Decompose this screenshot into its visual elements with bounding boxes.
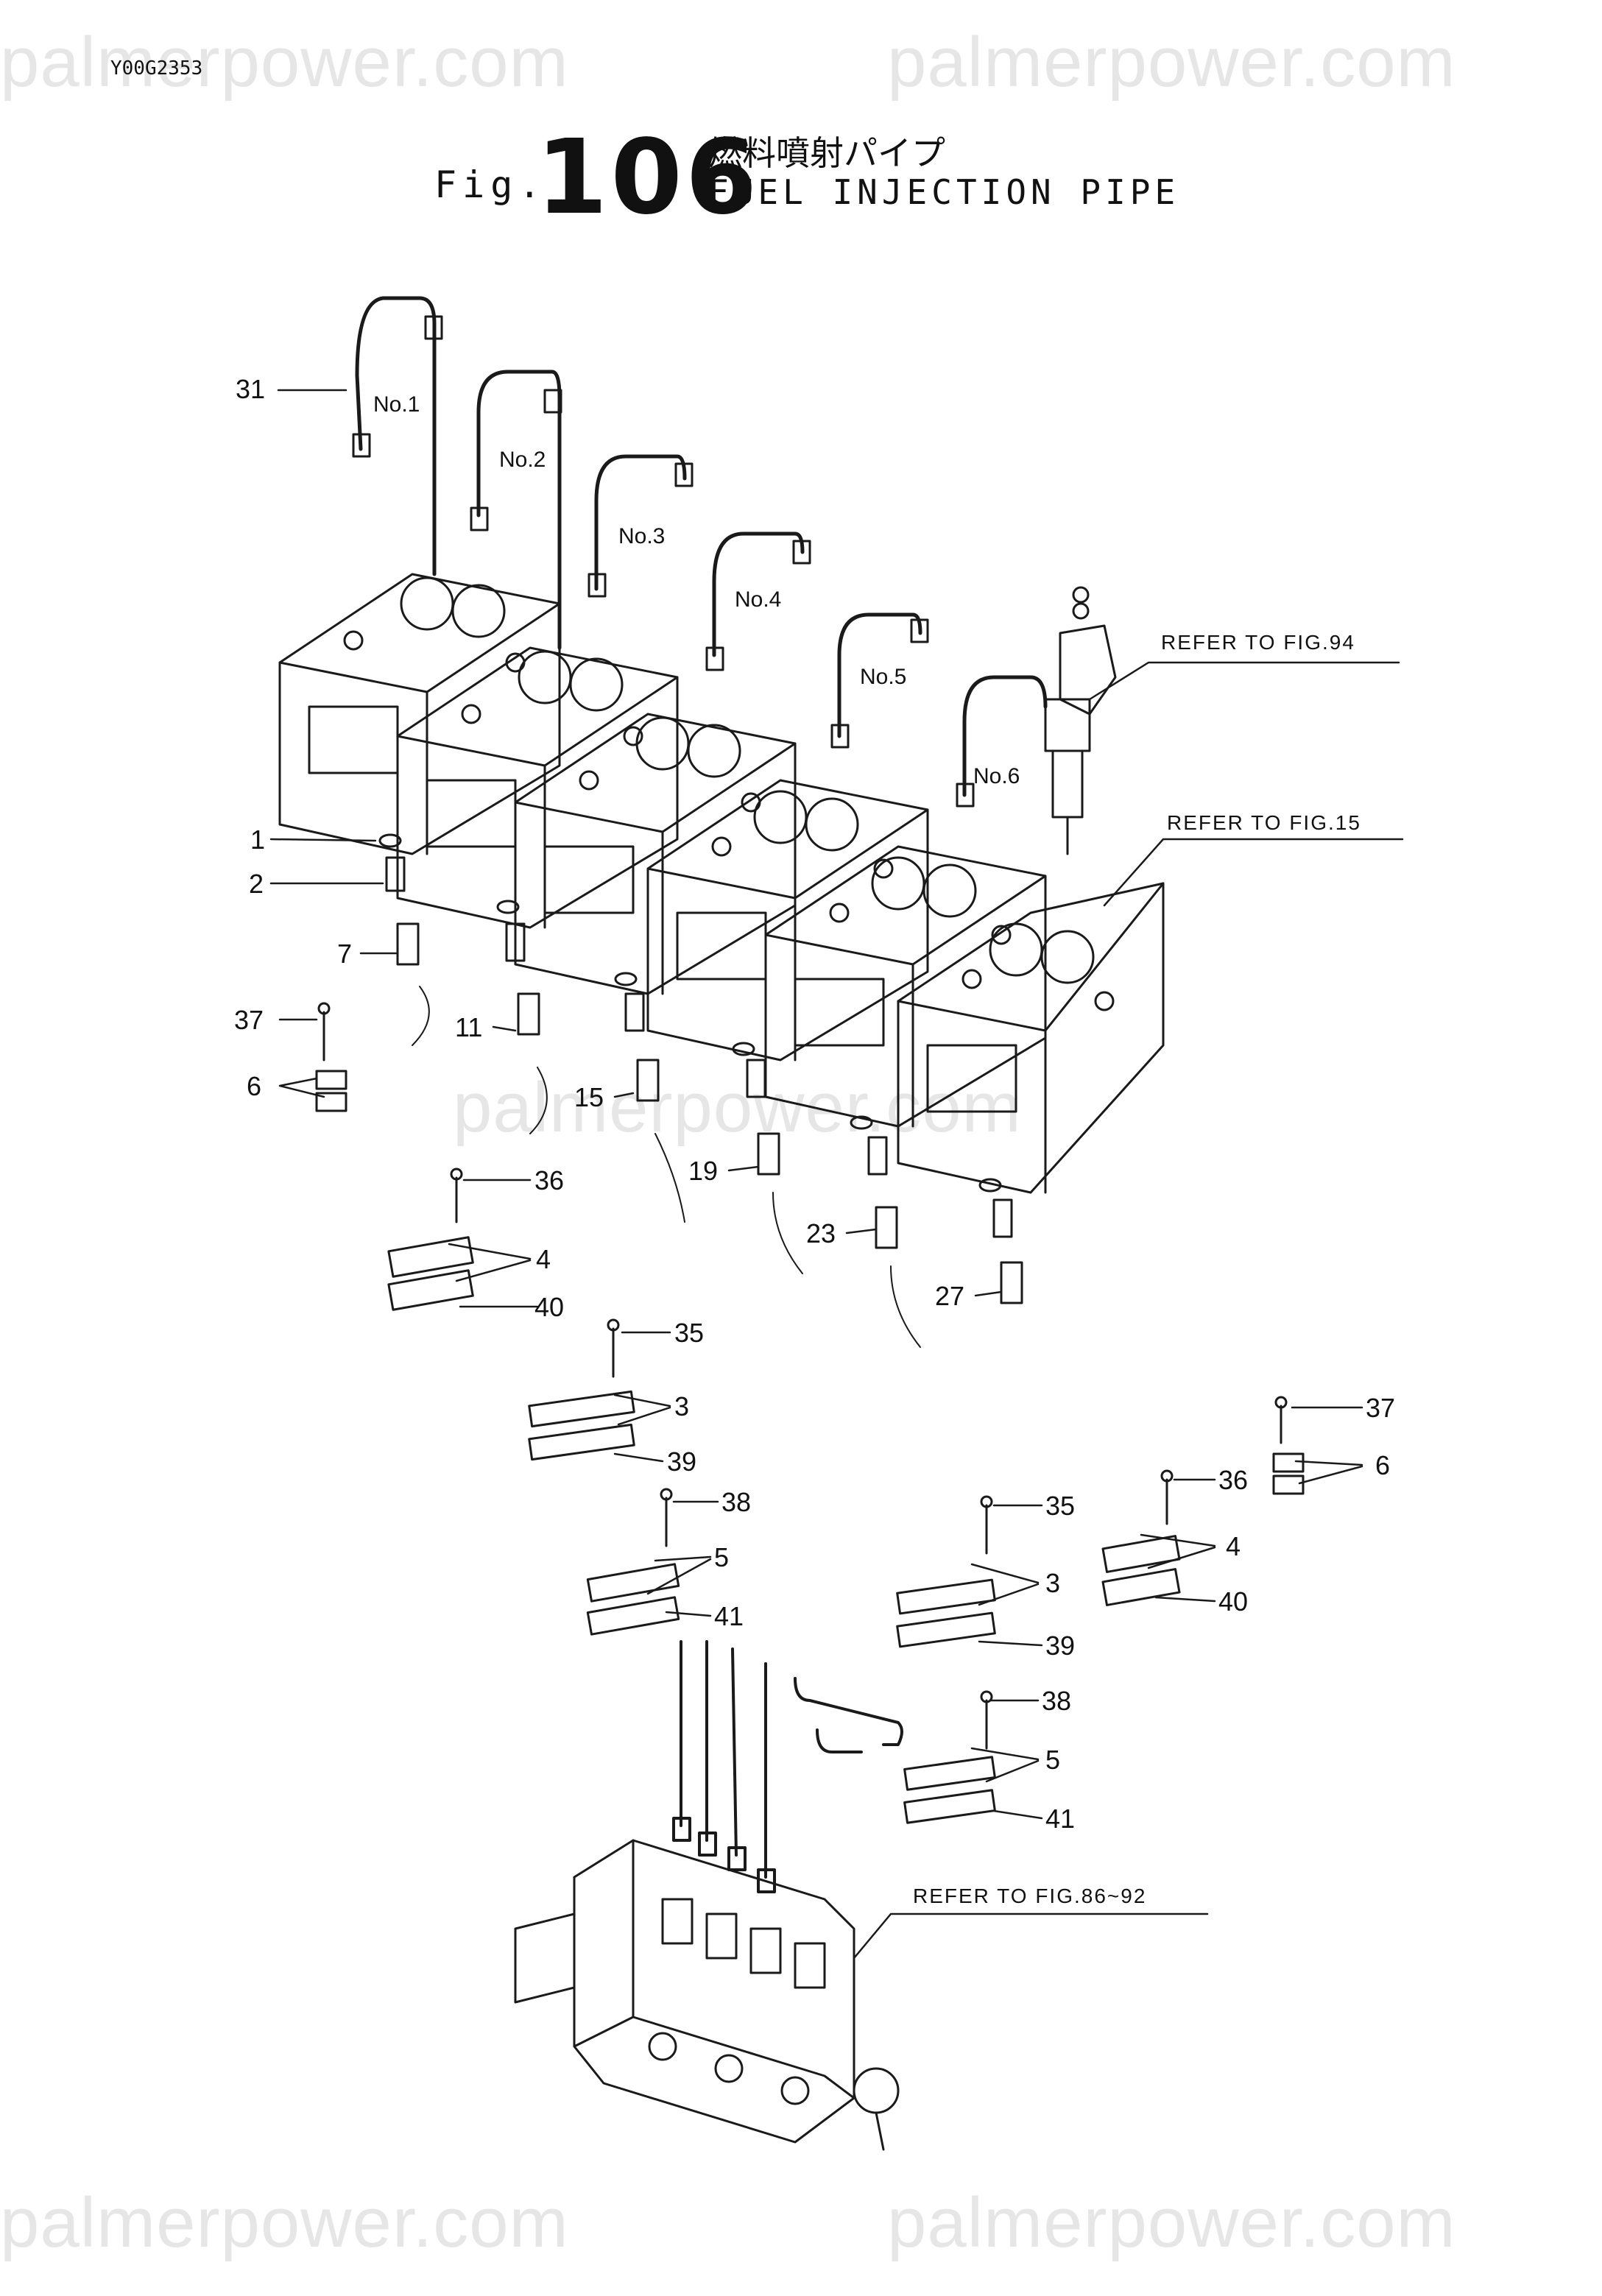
callout-11: 11 <box>455 1012 483 1042</box>
callout-36-right: 36 <box>1218 1465 1249 1495</box>
watermark-center: palmerpower.com <box>453 1068 1022 1147</box>
watermark-top-left: palmerpower.com <box>0 23 569 102</box>
callout-35-left: 35 <box>674 1318 705 1348</box>
pump-pipes <box>672 1640 903 1893</box>
callout-37-right: 37 <box>1366 1393 1396 1423</box>
callout-3-left: 3 <box>674 1391 690 1421</box>
callout-19: 19 <box>688 1156 719 1186</box>
callout-6-right: 6 <box>1375 1450 1391 1480</box>
clamps <box>315 1070 1305 1824</box>
figure-number: 106 <box>536 118 761 238</box>
bolts <box>317 1002 1288 1750</box>
callout-41-right: 41 <box>1045 1804 1076 1834</box>
callout-5-right: 5 <box>1045 1745 1061 1775</box>
cylinder-head-1 <box>278 573 561 855</box>
callout-39-left: 39 <box>667 1447 697 1477</box>
callout-15: 15 <box>574 1082 604 1112</box>
pipe-label-no2: No.2 <box>499 448 546 472</box>
callout-41-left: 41 <box>714 1601 744 1631</box>
reference-fig94: REFER TO FIG.94 <box>1161 631 1355 654</box>
callout-40-right: 40 <box>1218 1586 1249 1617</box>
pipe-label-no6: No.6 <box>973 764 1020 788</box>
callout-7: 7 <box>337 939 353 969</box>
callout-2: 2 <box>249 869 264 899</box>
callout-4-right: 4 <box>1226 1531 1241 1561</box>
callout-36-left: 36 <box>534 1165 565 1195</box>
watermark-top-right: palmerpower.com <box>887 23 1456 102</box>
title-english: FUEL INJECTION PIPE <box>708 172 1180 212</box>
pipe-label-no5: No.5 <box>860 665 907 689</box>
callout-38-left: 38 <box>721 1487 752 1517</box>
title-japanese: 燃料噴射パイプ <box>708 133 945 173</box>
callout-5-left: 5 <box>714 1542 730 1572</box>
callout-1: 1 <box>250 824 266 855</box>
figure-prefix: Fig. <box>434 163 547 206</box>
callout-4-left: 4 <box>536 1244 551 1274</box>
callout-35-right: 35 <box>1045 1491 1076 1521</box>
reference-fig15: REFER TO FIG.15 <box>1167 811 1361 834</box>
callout-40-left: 40 <box>534 1292 565 1322</box>
watermark-bottom-right: palmerpower.com <box>887 2183 1456 2262</box>
callout-6-left: 6 <box>247 1071 262 1101</box>
callout-31: 31 <box>236 374 266 404</box>
connector-parts <box>378 833 1023 1348</box>
callout-37-left: 37 <box>234 1005 264 1035</box>
injection-pipes <box>355 296 1048 797</box>
document-code: Y00G2353 <box>110 57 203 80</box>
cylinder-head-3 <box>514 713 797 995</box>
watermark-bottom-left: palmerpower.com <box>0 2183 569 2262</box>
injection-pump <box>514 1839 900 2151</box>
callout-3-right: 3 <box>1045 1568 1061 1598</box>
callout-39-right: 39 <box>1045 1631 1076 1661</box>
pipe-nuts <box>352 315 975 808</box>
cylinder-head-6 <box>897 882 1165 1194</box>
callout-38-right: 38 <box>1042 1686 1072 1716</box>
callout-23: 23 <box>806 1218 836 1248</box>
pipe-label-no1: No.1 <box>373 392 420 417</box>
reference-fig86-92: REFER TO FIG.86~92 <box>913 1885 1147 1907</box>
callout-27: 27 <box>935 1281 965 1311</box>
pipe-label-no3: No.3 <box>618 524 666 548</box>
cylinder-head-2 <box>396 646 679 929</box>
injector <box>1044 586 1117 855</box>
callout-leaders <box>269 389 1363 1820</box>
pipe-label-no4: No.4 <box>735 587 782 612</box>
